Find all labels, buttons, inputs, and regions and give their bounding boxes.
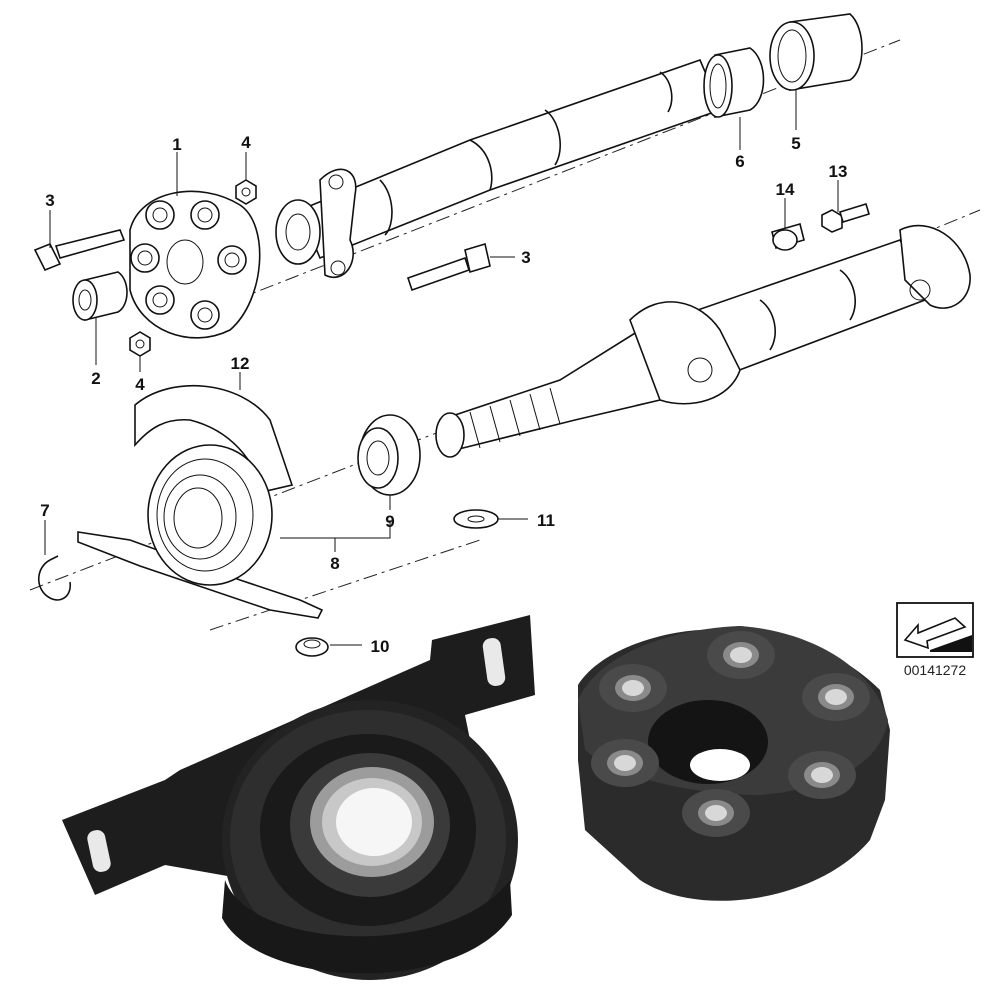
callout-13: 13 [829, 162, 848, 181]
callout-8: 8 [330, 554, 339, 573]
callout-6: 6 [735, 152, 744, 171]
center-bearing-photo [62, 615, 535, 980]
callout-12: 12 [231, 354, 250, 373]
bolt-part-left [33, 229, 126, 272]
sleeve-part [72, 271, 128, 322]
callout-10: 10 [371, 637, 390, 656]
upper-shaft [275, 58, 722, 278]
callout-9: 9 [385, 512, 394, 531]
bush-part-5 [769, 13, 863, 91]
bolt-part-right [406, 242, 491, 292]
callout-labels: 1 2 3 3 4 4 5 6 7 8 9 10 11 12 13 14 [40, 133, 847, 656]
callout-5: 5 [791, 134, 800, 153]
callout-7: 7 [40, 501, 49, 520]
flex-disc-part [129, 190, 261, 339]
callout-2: 2 [91, 369, 100, 388]
nut-part-upper [235, 179, 257, 205]
lower-shaft [435, 224, 971, 458]
callout-4-upper: 4 [241, 133, 251, 152]
bolt-part-13 [821, 202, 870, 233]
callout-11: 11 [537, 511, 555, 530]
flange-nut-part-10 [295, 637, 329, 657]
washer-part-11 [453, 509, 499, 529]
leader-lines [44, 90, 839, 646]
callout-3-right: 3 [521, 248, 530, 267]
reference-code: 00141272 [904, 662, 967, 678]
ball-bearing-part [357, 414, 421, 496]
nut-part-14 [771, 223, 805, 251]
reference-arrow-icon [896, 602, 974, 658]
callout-14: 14 [776, 180, 795, 199]
callout-4-lower: 4 [135, 375, 145, 394]
callout-1: 1 [172, 135, 181, 154]
flex-disc-photo [578, 626, 890, 901]
callout-3-left: 3 [45, 191, 54, 210]
bush-part-6 [703, 47, 765, 118]
nut-part-lower [129, 331, 151, 357]
circlip-part [37, 555, 72, 601]
center-bearing-part [77, 444, 324, 619]
